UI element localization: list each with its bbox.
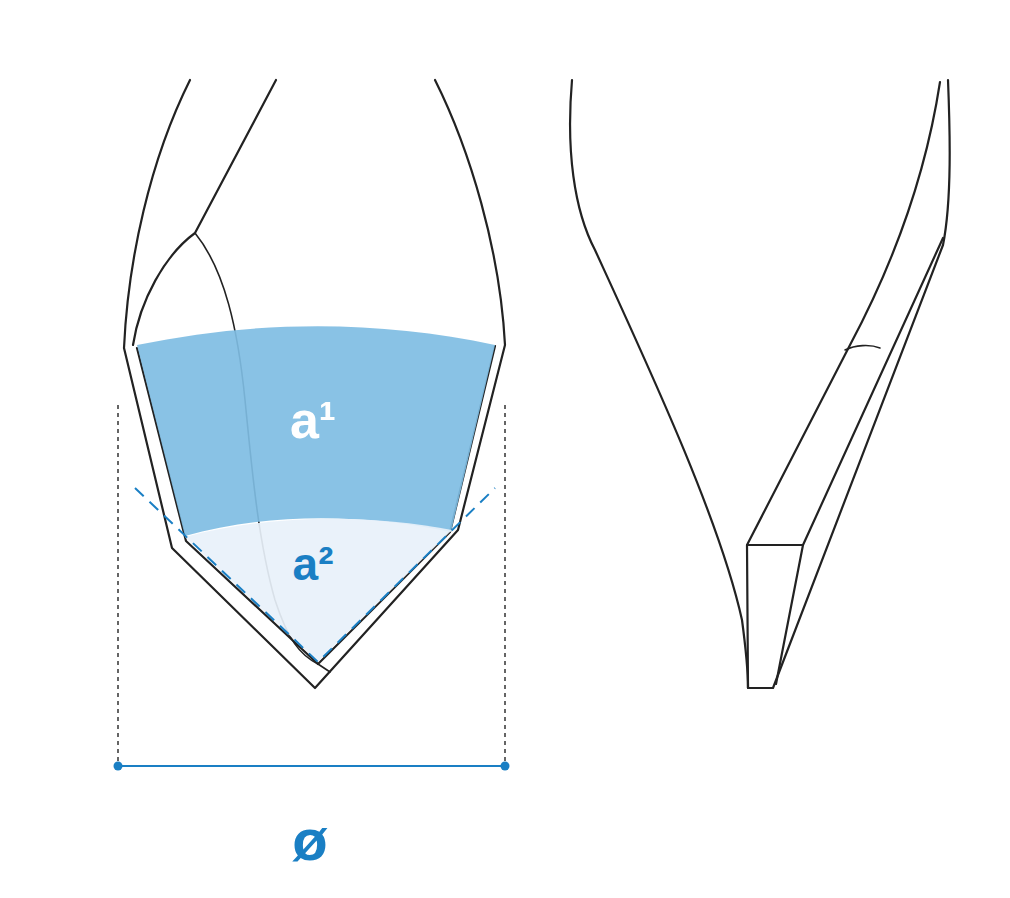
drill-side-edge xyxy=(776,238,943,684)
drill-side-edge xyxy=(747,544,803,546)
diameter-symbol: ø xyxy=(292,811,327,869)
drill-side-edge xyxy=(845,346,880,350)
zone-label: a¹ xyxy=(290,394,336,446)
dimension-dot xyxy=(114,762,123,771)
dimension-line xyxy=(118,765,505,767)
drill-flute xyxy=(133,80,276,345)
band-shape xyxy=(180,512,462,664)
drill-outline xyxy=(124,80,505,688)
drill-side-outline xyxy=(570,80,950,688)
dimension-dot xyxy=(501,762,510,771)
drill-side-edge xyxy=(747,82,940,688)
zone-band: a² xyxy=(180,512,462,664)
band-fill xyxy=(185,519,452,662)
drill-tip-mark xyxy=(318,664,330,672)
zone-band: a¹ xyxy=(128,318,500,546)
dimension-extension xyxy=(117,405,119,762)
zone-label: a² xyxy=(293,541,334,587)
band-fill xyxy=(137,326,495,536)
dimension-extension xyxy=(504,405,506,762)
